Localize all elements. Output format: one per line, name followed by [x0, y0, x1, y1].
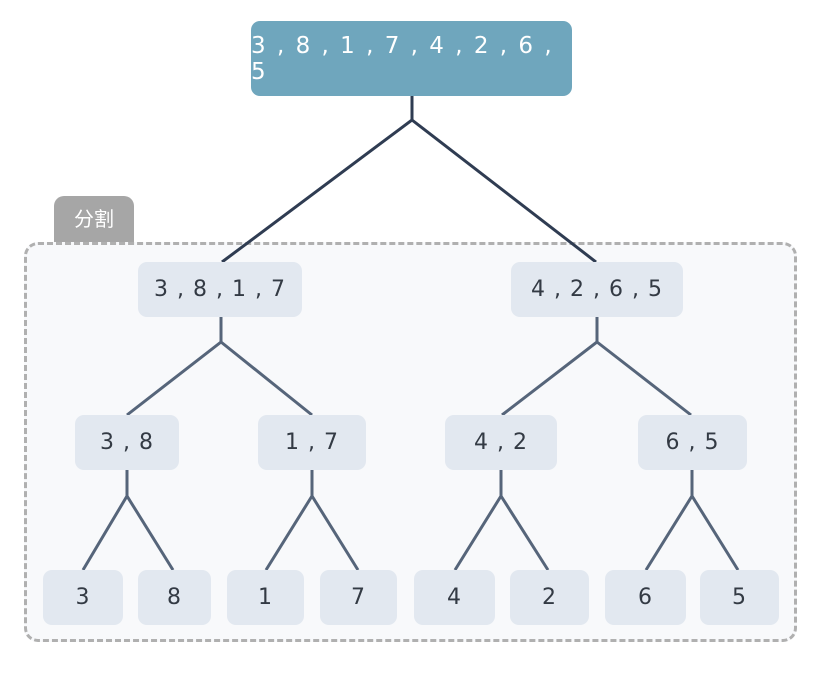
- edge-l2-d: [644, 470, 694, 571]
- edge-l1-left: [126, 317, 223, 417]
- edge-l2-d-b: [690, 495, 740, 571]
- level1-node-left: 3 , 8 , 1 , 7: [138, 262, 302, 317]
- divide-group-label: 分割: [54, 196, 134, 242]
- leaf-node-5: 4: [414, 570, 495, 625]
- level2-node-3: 4 , 2: [445, 415, 557, 470]
- leaf-node-7: 6: [605, 570, 686, 625]
- level2-node-2: 1 , 7: [258, 415, 366, 470]
- edge-l1-left-b: [220, 340, 313, 417]
- leaf-node-2: 8: [138, 570, 211, 625]
- edge-l1-right-b: [596, 340, 692, 417]
- leaf-node-6: 2: [510, 570, 589, 625]
- level2-node-4: 6 , 5: [638, 415, 747, 470]
- edge-l2-b: [264, 470, 314, 571]
- leaf-node-4: 7: [320, 570, 397, 625]
- edge-l2-c: [453, 470, 503, 571]
- level1-node-right: 4 , 2 , 6 , 5: [511, 262, 683, 317]
- leaf-node-1: 3: [43, 570, 123, 625]
- edge-root-right: [411, 118, 597, 264]
- root-node: 3 , 8 , 1 , 7 , 4 , 2 , 6 , 5: [251, 21, 572, 96]
- edge-l1-right: [501, 317, 599, 417]
- edge-root-left: [221, 96, 414, 264]
- leaf-node-8: 5: [700, 570, 779, 625]
- edge-l2-c-b: [499, 495, 550, 571]
- level2-node-1: 3 , 8: [75, 415, 179, 470]
- edge-l2-a-b: [125, 495, 175, 571]
- edge-l2-b-b: [310, 495, 360, 571]
- edge-l2-a: [81, 470, 129, 571]
- leaf-node-3: 1: [227, 570, 304, 625]
